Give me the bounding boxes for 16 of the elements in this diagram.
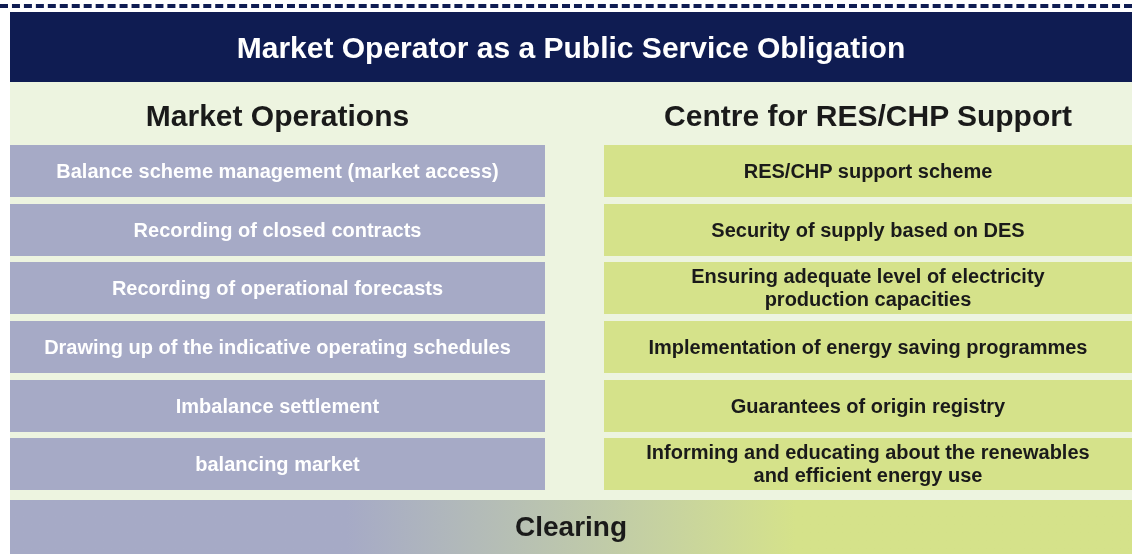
task-box: Ensuring adequate level of electricity production capacities (604, 262, 1132, 314)
task-box: Balance scheme management (market access) (10, 145, 545, 197)
task-box: Drawing up of the indicative operating schedules (10, 321, 545, 373)
task-box: Guarantees of origin registry (604, 380, 1132, 432)
task-box: Imbalance settlement (10, 380, 545, 432)
task-box: balancing market (10, 438, 545, 490)
column-heading: Market Operations (144, 97, 411, 134)
task-box: Implementation of energy saving programmes (604, 321, 1132, 373)
task-box: RES/CHP support scheme (604, 145, 1132, 197)
task-box: Recording of closed contracts (10, 204, 545, 256)
column-heading: Centre for RES/CHP Support (663, 97, 1073, 134)
task-box: Security of supply based on DES (604, 204, 1132, 256)
title: Market Operator as a Public Service Obligation (236, 29, 906, 66)
task-box: Informing and educating about the renewables and efficient energy use (604, 438, 1132, 490)
task-box: Recording of operational forecasts (10, 262, 545, 314)
clearing-bar: Clearing (10, 500, 1132, 554)
